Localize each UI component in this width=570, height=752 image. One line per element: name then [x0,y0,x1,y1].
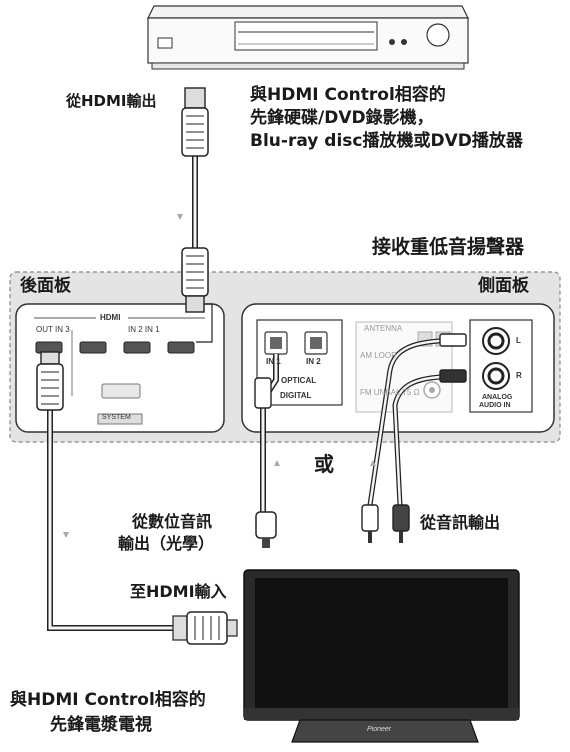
hdmi-cable-from-player [177,87,213,343]
rear-panel [15,303,225,433]
up-arrow-icon [370,460,376,466]
or-label: 或 [314,452,334,476]
side-panel [241,303,555,433]
tv-brand-logo: Pioneer [367,726,392,733]
rear-panel-label: 後面板 [20,276,71,296]
side-panel-label: 側面板 [478,276,529,296]
am-loop-label: AM LOOP [360,351,397,360]
optical-label: OPTICAL [281,376,317,385]
from-digital-audio-line2: 輸出（光學） [118,534,215,553]
tv-description-line2: 先鋒電漿電視 [50,715,152,735]
plasma-tv [243,569,520,743]
analog-audio-in-line2: AUDIO IN [479,402,511,409]
from-audio-output-label: 從音訊輸出 [420,513,501,532]
from-digital-audio-line1: 從數位音訊 [132,512,213,531]
in2-in1-label: IN 2 IN 1 [128,325,160,334]
digital-label: DIGITAL [280,391,312,400]
tv-description-line1: 與HDMI Control相容的 [10,690,206,710]
recorder-device [147,5,469,70]
to-hdmi-input-label: 至HDMI輸入 [130,582,227,601]
analog-audio-in-line1: ANALOG [482,394,513,401]
down-arrow-icon [177,214,183,220]
analog-cables [361,333,467,543]
hdmi-cable-to-tv [36,351,238,645]
antenna-label: ANTENNA [364,324,403,333]
recorder-description-line1: 與HDMI Control相容的 [250,85,446,105]
from-hdmi-output-label: 從HDMI輸出 [66,92,157,110]
optical-cable [254,354,280,548]
hdmi-port-label: HDMI [100,313,121,322]
up-arrow-icon [274,460,280,466]
recorder-description-line2: 先鋒硬碟/DVD錄影機， [250,108,434,128]
optical-in2-label: IN 2 [306,357,321,366]
fm-unbal-label: FM UNBAL 75 Ω [360,388,420,397]
optical-in1-label: IN 1 [266,357,281,366]
subwoofer-receiver-label: 接收重低音揚聲器 [372,236,525,258]
analog-r-label: R [516,371,522,380]
down-arrow-icon [63,532,69,538]
system-label: SYSTEM [102,414,131,421]
out-in3-label: OUT IN 3 [36,325,70,334]
recorder-description-line3: Blu-ray disc播放機或DVD播放器 [250,131,523,151]
analog-l-label: L [516,336,521,345]
